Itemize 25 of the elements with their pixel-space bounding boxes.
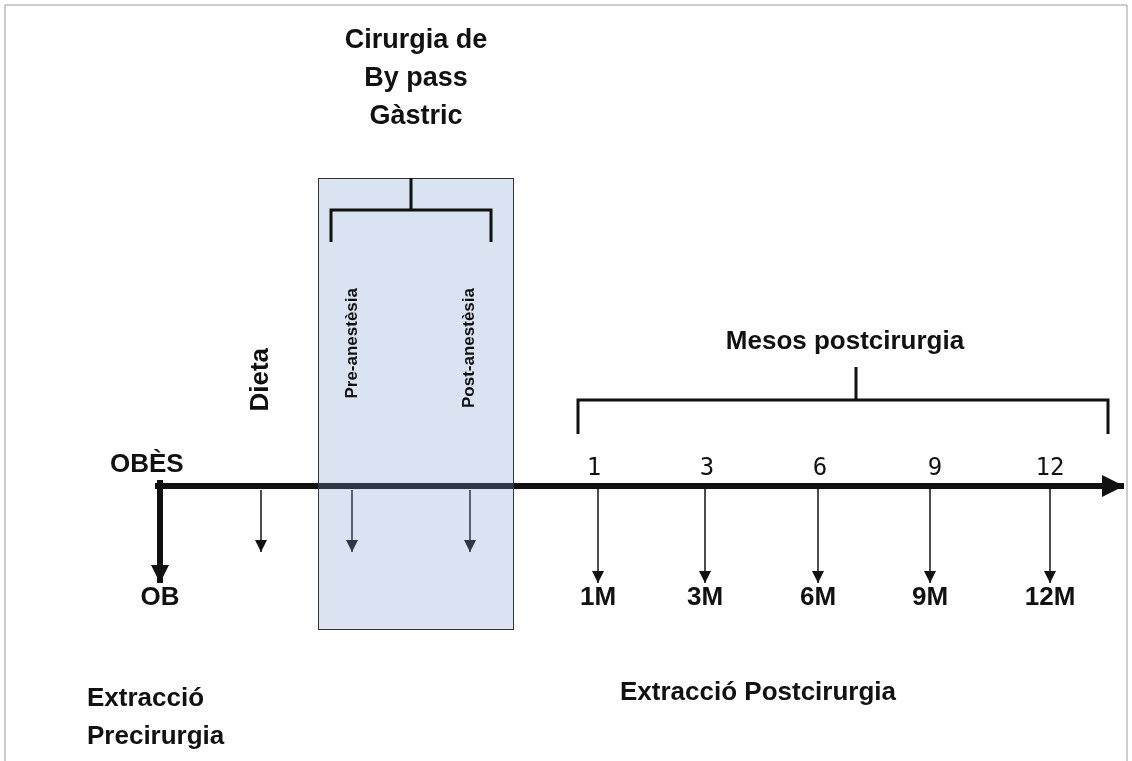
arrow xyxy=(151,480,169,583)
timepoint-label: Pre-anestèsia xyxy=(342,288,362,399)
month-number: 12 xyxy=(1035,452,1065,482)
timepoint-label: Post-anestèsia xyxy=(459,288,479,408)
month-number: 6 xyxy=(812,452,828,482)
arrow xyxy=(924,488,936,584)
month-number: 9 xyxy=(927,452,943,482)
sample-label: 9M xyxy=(911,581,949,611)
start-label: OBÈS xyxy=(110,448,184,478)
arrow xyxy=(1044,488,1056,584)
sample-label: 3M xyxy=(686,581,724,611)
arrow xyxy=(699,488,711,584)
sample-label: OB xyxy=(140,581,180,611)
caption-text: Extracció Precirurgia xyxy=(87,681,226,752)
sample-label: 1M xyxy=(579,581,617,611)
caption-text: Extracció Postcirurgia xyxy=(620,676,896,706)
group-title: Cirurgia de By pass Gàstric xyxy=(343,23,489,132)
month-number: 1 xyxy=(586,452,602,482)
arrow xyxy=(592,488,604,584)
arrow xyxy=(812,488,824,584)
phase-label: Dieta xyxy=(244,348,275,412)
sample-label: 6M xyxy=(799,581,837,611)
month-number: 3 xyxy=(699,452,715,482)
sample-label: 12M xyxy=(1024,581,1076,611)
section-heading: Mesos postcirurgia xyxy=(725,325,965,355)
